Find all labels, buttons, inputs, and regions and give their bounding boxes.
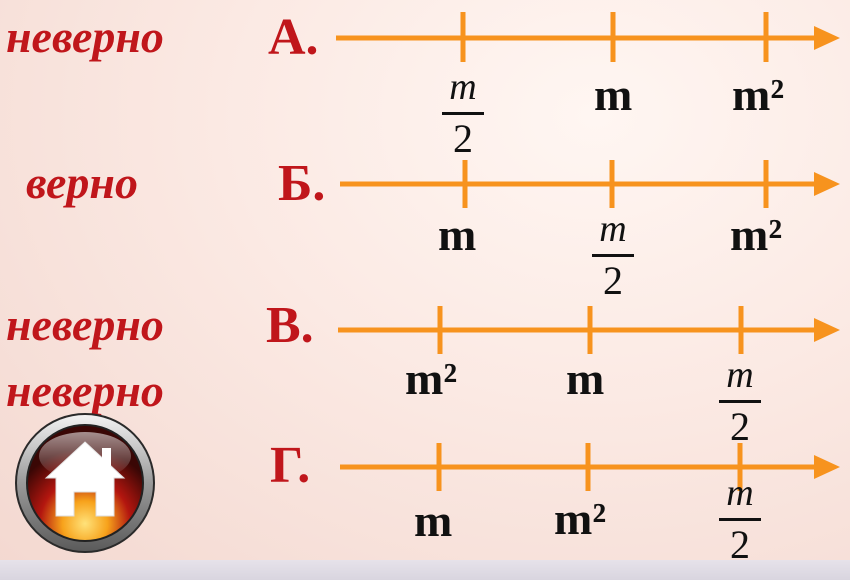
option-letter-b: Б.	[278, 155, 326, 212]
home-button[interactable]	[14, 412, 156, 554]
tick-label: m²	[732, 69, 785, 120]
number-line-a	[336, 12, 840, 62]
bottom-strip	[0, 560, 850, 580]
fraction-numerator: m	[726, 354, 754, 396]
fraction-bar	[442, 112, 484, 115]
option-letter-g: Г.	[270, 437, 311, 494]
fraction-denominator: 2	[730, 522, 750, 567]
tick-label: m	[414, 495, 453, 546]
tick-label: m²	[730, 209, 783, 260]
fraction-label: m 2	[438, 68, 488, 159]
option-letter-v: В.	[266, 297, 314, 354]
verdict-g: неверно	[6, 365, 164, 416]
verdict-v: неверно	[6, 299, 164, 350]
fraction-denominator: 2	[730, 404, 750, 449]
verdict-b: верно	[26, 157, 138, 208]
fraction-label: m 2	[715, 356, 765, 447]
verdict-a: неверно	[6, 11, 164, 62]
fraction-numerator: m	[726, 472, 754, 514]
fraction-bar	[719, 400, 761, 403]
tick-label: m	[566, 353, 605, 404]
number-line-b	[340, 160, 840, 208]
option-letter-a: А.	[268, 9, 319, 66]
tick-label: m²	[405, 353, 458, 404]
fraction-label: m 2	[588, 210, 638, 301]
fraction-denominator: 2	[603, 258, 623, 303]
number-line-g	[340, 443, 840, 491]
tick-label: m	[594, 69, 633, 120]
tick-label: m	[438, 209, 477, 260]
fraction-bar	[719, 518, 761, 521]
house-icon	[15, 413, 155, 553]
fraction-numerator: m	[599, 208, 627, 250]
fraction-numerator: m	[449, 66, 477, 108]
fraction-denominator: 2	[453, 116, 473, 161]
fraction-label: m 2	[715, 474, 765, 565]
number-line-v	[338, 306, 840, 354]
fraction-bar	[592, 254, 634, 257]
tick-label: m²	[554, 493, 607, 544]
